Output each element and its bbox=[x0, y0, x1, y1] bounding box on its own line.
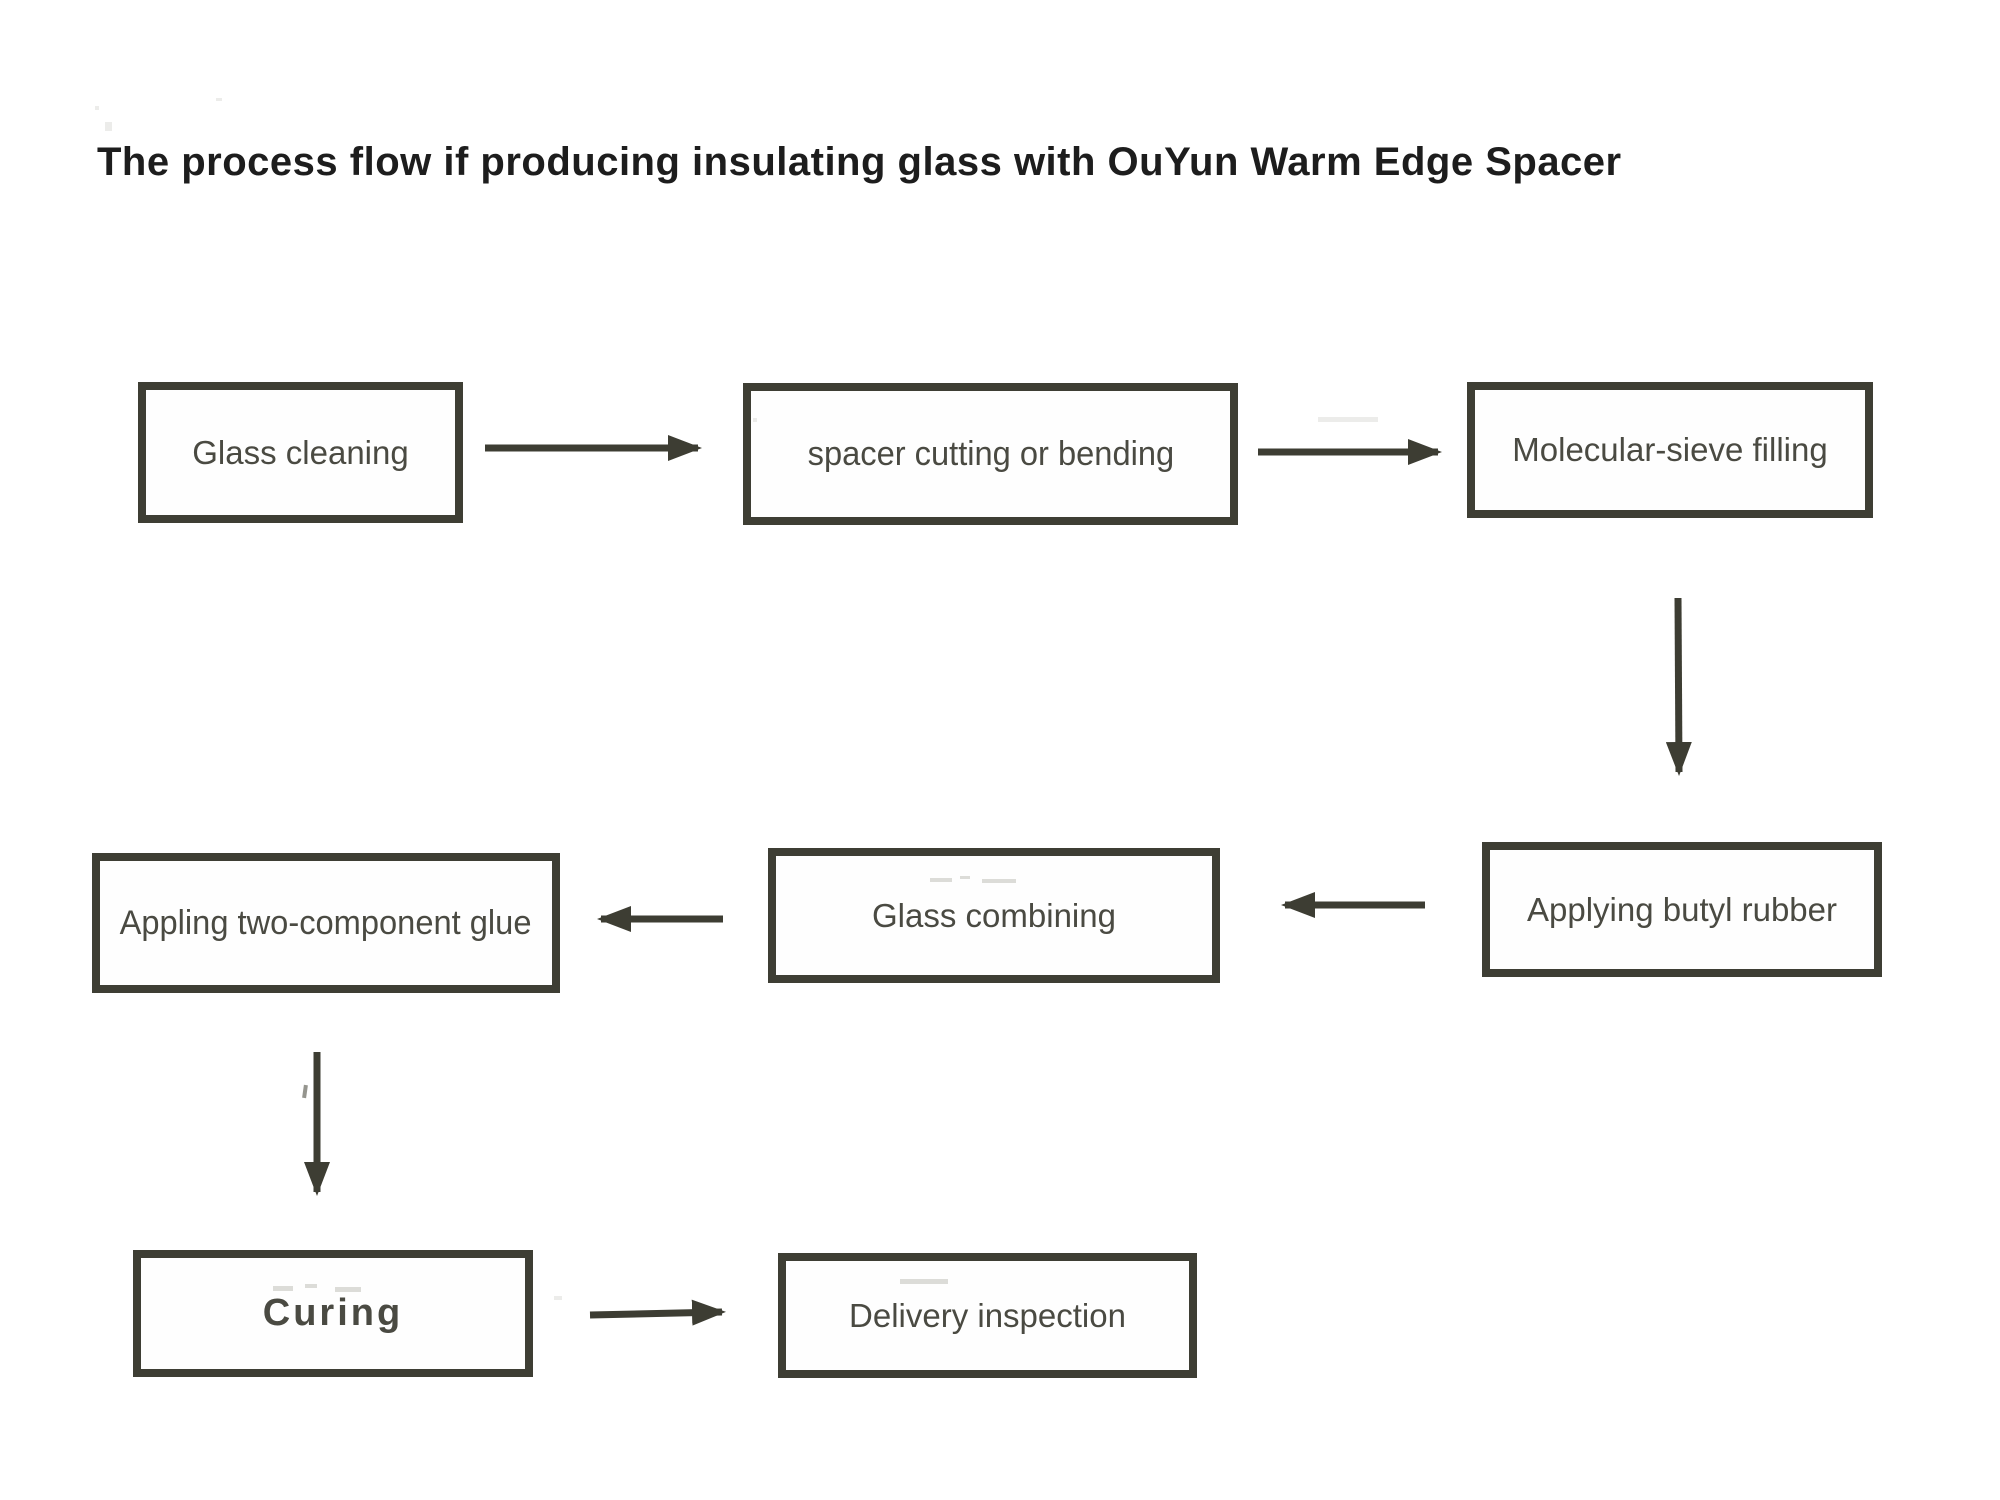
arrow-molecular-sieve-to-applying-butyl bbox=[1665, 597, 1692, 776]
node-glass-combining: Glass combining bbox=[768, 848, 1220, 983]
node-glass-cleaning: Glass cleaning bbox=[138, 382, 463, 523]
node-appling-two-component-glue: Appling two-component glue bbox=[92, 853, 560, 993]
node-label-glass-combining: Glass combining bbox=[872, 896, 1116, 934]
node-label-curing: Curing bbox=[262, 1292, 404, 1334]
diagram-title: The process flow if producing insulating… bbox=[97, 140, 1622, 184]
node-label-delivery-inspection: Delivery inspection bbox=[849, 1296, 1126, 1334]
scan-artifact bbox=[273, 1286, 293, 1291]
scan-artifact bbox=[554, 1296, 562, 1300]
scan-artifact bbox=[900, 1279, 948, 1284]
scan-artifact bbox=[982, 879, 1016, 883]
scan-artifact bbox=[930, 878, 952, 882]
scan-artifact bbox=[216, 98, 222, 101]
node-delivery-inspection: Delivery inspection bbox=[778, 1253, 1197, 1378]
scan-artifact bbox=[753, 418, 757, 422]
scan-artifact bbox=[305, 1284, 317, 1288]
scan-artifact bbox=[960, 876, 970, 879]
node-curing: Curing bbox=[133, 1250, 533, 1377]
scan-artifact bbox=[95, 106, 99, 110]
node-label-glass-cleaning: Glass cleaning bbox=[192, 433, 409, 471]
scan-artifact bbox=[105, 122, 112, 131]
scan-artifact bbox=[302, 1084, 308, 1099]
node-molecular-sieve-filling: Molecular-sieve filling bbox=[1467, 382, 1873, 518]
scan-artifact bbox=[335, 1287, 361, 1292]
node-label-spacer-cutting-or-bending: spacer cutting or bending bbox=[807, 434, 1174, 473]
node-label-molecular-sieve-filling: Molecular-sieve filling bbox=[1512, 431, 1828, 468]
node-applying-butyl-rubber: Applying butyl rubber bbox=[1482, 842, 1882, 977]
node-label-applying-butyl-rubber: Applying butyl rubber bbox=[1526, 890, 1838, 928]
scan-artifact bbox=[1318, 417, 1378, 422]
node-spacer-cutting-or-bending: spacer cutting or bending bbox=[743, 383, 1238, 525]
arrow-curing-to-delivery-inspection bbox=[589, 1299, 726, 1326]
node-label-appling-two-component-glue: Appling two-component glue bbox=[120, 903, 532, 942]
